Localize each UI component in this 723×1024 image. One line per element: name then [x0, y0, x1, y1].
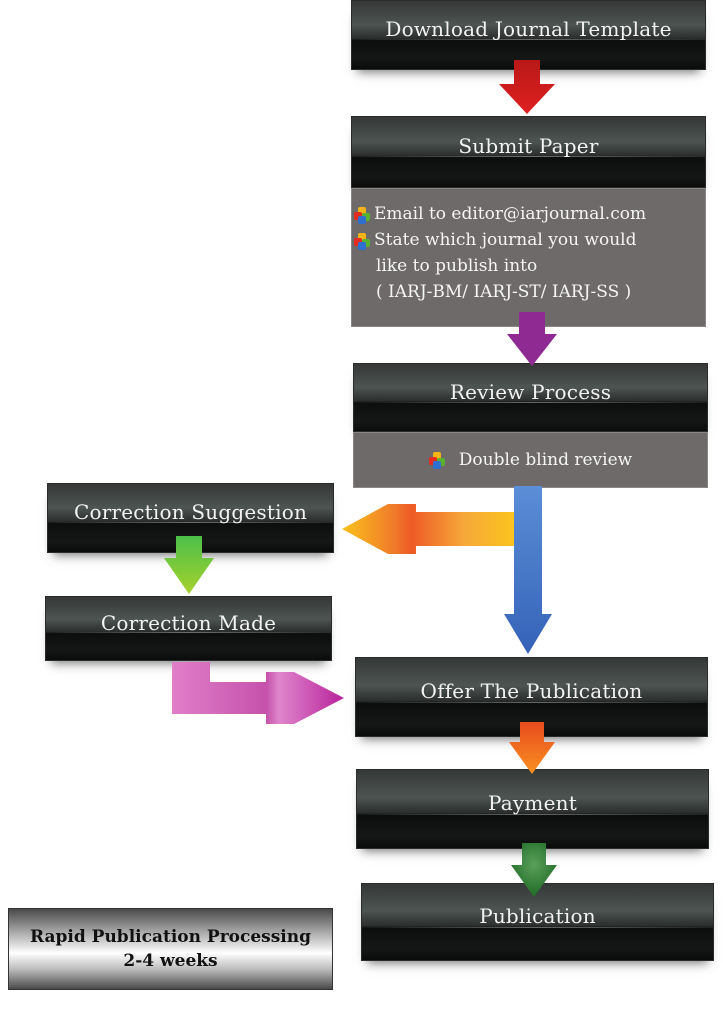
detail-line: like to publish into — [376, 256, 538, 276]
rapid-processing-badge: Rapid Publication Processing 2-4 weeks — [8, 908, 333, 990]
step-review-process: Review Process — [353, 363, 708, 432]
detail-line: Double blind review — [458, 450, 633, 470]
detail-line: ( IARJ-BM/ IARJ-ST/ IARJ-SS ) — [376, 282, 632, 302]
arrow-payment-to-publication — [511, 843, 557, 897]
step-download-journal-template: Download Journal Template — [351, 0, 706, 70]
submit-paper-details: Email to editor@iarjournal.com State whi… — [351, 188, 706, 327]
step-label: Correction Made — [100, 610, 277, 635]
arrow-review-to-correction-suggestion — [342, 504, 516, 554]
step-submit-paper: Submit Paper — [351, 116, 706, 188]
step-label: Offer The Publication — [420, 679, 643, 703]
arrow-correction-suggestion-to-made — [164, 536, 214, 594]
arrow-download-to-submit — [499, 60, 555, 114]
detail-line: Email to editor@iarjournal.com — [354, 201, 705, 227]
bullet-icon — [354, 206, 370, 224]
bullet-icon — [354, 232, 370, 250]
bullet-icon — [428, 452, 445, 469]
step-label: Publication — [479, 904, 596, 928]
step-label: Correction Suggestion — [73, 500, 308, 524]
detail-line: State which journal you would — [354, 227, 705, 253]
step-label: Submit Paper — [458, 134, 599, 158]
arrow-submit-to-review — [507, 312, 557, 366]
arrow-review-to-offer — [504, 486, 552, 654]
step-label: Download Journal Template — [385, 17, 672, 41]
step-payment: Payment — [356, 769, 709, 849]
arrow-offer-to-payment — [509, 722, 555, 774]
badge-title: Rapid Publication Processing — [29, 927, 311, 947]
step-label: Payment — [488, 791, 577, 815]
step-label: Review Process — [449, 379, 612, 404]
step-offer-the-publication: Offer The Publication — [355, 657, 708, 737]
badge-duration: 2-4 weeks — [123, 951, 218, 971]
arrow-correction-made-to-offer — [172, 662, 344, 724]
step-correction-suggestion: Correction Suggestion — [47, 483, 334, 553]
review-process-details: Double blind review — [353, 432, 708, 488]
step-correction-made: Correction Made — [45, 596, 332, 661]
